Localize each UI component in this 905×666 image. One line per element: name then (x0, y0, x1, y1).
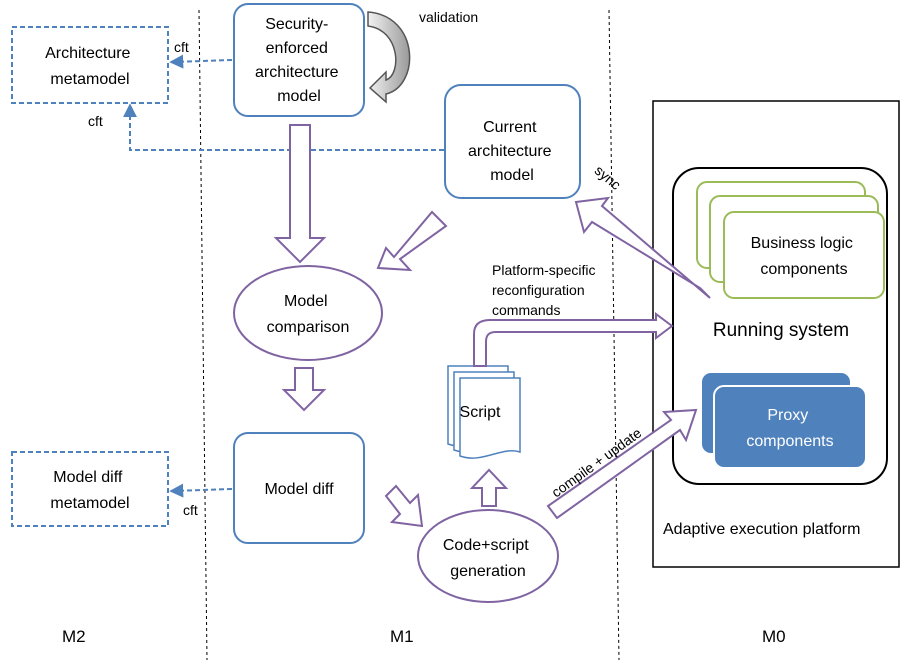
architecture-metamodel-label: Architecture metamodel (45, 45, 135, 88)
current-model-label: Current architecture model (468, 119, 556, 184)
arrow-codegen-to-script (469, 468, 509, 507)
business-logic-card (723, 211, 885, 299)
arrow-security-to-comparison (273, 124, 327, 264)
cft-label-3: cft (183, 502, 198, 518)
business-logic-label: Business logic components (751, 235, 858, 278)
cft-arrow-current (123, 103, 444, 151)
proxy-card (713, 385, 867, 469)
platform-label: Adaptive execution platform (663, 521, 860, 538)
model-comparison-ellipse (233, 265, 383, 361)
cft-label-1: cft (174, 39, 189, 55)
cft-label-2: cft (88, 113, 103, 129)
arrow-diff-to-codegen (384, 484, 424, 528)
sync-label: sync (592, 162, 624, 193)
code-script-generation-label: Code+script generation (443, 537, 533, 580)
level-m0: M0 (762, 627, 786, 646)
model-diff-box (233, 432, 365, 544)
code-script-generation-ellipse (417, 509, 559, 603)
arrow-codegen-to-proxy (546, 408, 698, 520)
security-model-box (233, 3, 365, 117)
arrow-running-to-current (574, 196, 711, 299)
script-label: Script (460, 404, 501, 421)
model-diff-metamodel-box (11, 451, 169, 527)
arrow-comparison-to-diff (281, 367, 327, 412)
validation-arrow (367, 11, 411, 104)
proxy-label: Proxy components (746, 407, 833, 450)
model-comparison-label: Model comparison (267, 293, 350, 336)
level-m1: M1 (390, 627, 414, 646)
cft-arrow-diff (169, 483, 233, 498)
running-system-label: Running system (713, 320, 849, 341)
model-diff-metamodel-label: Model diff metamodel (50, 469, 129, 512)
model-diff-label: Model diff (264, 481, 334, 498)
cft-arrow-security (169, 54, 233, 69)
script-doc (459, 377, 521, 459)
level-m2: M2 (62, 627, 86, 646)
arrow-script-to-running (473, 312, 674, 367)
separator-m2-m1 (198, 9, 208, 661)
architecture-metamodel-box (11, 26, 169, 104)
separator-m1-m0 (608, 9, 620, 661)
current-model-box (444, 84, 581, 199)
arrow-current-to-comparison (376, 210, 448, 272)
security-model-label: Security- enforced architecture model (255, 16, 343, 105)
validation-label: validation (419, 9, 478, 25)
platform-commands-label: Platform-specific reconfiguration comman… (492, 262, 599, 318)
